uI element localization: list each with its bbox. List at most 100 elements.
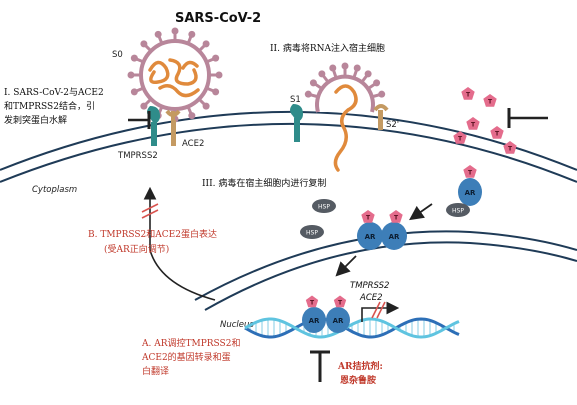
ace2-receptor xyxy=(165,109,181,146)
dna-helix xyxy=(244,317,460,339)
title: SARS-CoV-2 xyxy=(175,11,261,26)
stepB-line2: (受AR正向调节) xyxy=(104,243,169,255)
label-nucleus: Nucleus xyxy=(220,320,254,330)
viral-rna xyxy=(148,58,200,98)
svg-text:T: T xyxy=(366,215,371,222)
svg-text:AR: AR xyxy=(309,317,320,325)
arrow-to-nucleus xyxy=(335,255,357,277)
label-tmprss2: TMPRSS2 xyxy=(117,151,158,161)
tmprss2-receptor-fused xyxy=(290,104,303,142)
transcription-arrow xyxy=(361,301,400,322)
virus-particle-s0 xyxy=(127,27,223,123)
spike-head xyxy=(215,71,223,79)
svg-text:AR: AR xyxy=(465,189,476,197)
spike-head xyxy=(171,27,179,35)
inhibition-bar-antagonist xyxy=(310,350,330,382)
spike-head xyxy=(353,64,361,72)
antagonist-line1: AR拮抗剂: xyxy=(337,360,383,372)
testosterone: T xyxy=(463,165,477,178)
spike-head xyxy=(202,102,210,110)
svg-text:T: T xyxy=(471,122,476,129)
svg-text:T: T xyxy=(310,300,315,307)
svg-text:T: T xyxy=(466,92,471,99)
testosterone: T xyxy=(483,94,497,107)
spike-head xyxy=(378,90,386,98)
spike-head xyxy=(364,70,372,78)
svg-text:T: T xyxy=(394,215,399,222)
step1-line3: 发刺突蛋白水解 xyxy=(4,114,67,126)
svg-text:T: T xyxy=(458,136,463,143)
gene-label-ace2: ACE2 xyxy=(359,293,383,303)
stepB-line1: B. TMPRSS2和ACE2蛋白表达 xyxy=(88,228,217,240)
testosterone-cyto-1: T xyxy=(463,165,477,178)
step3-text: III. 病毒在宿主细胞内进行复制 xyxy=(202,177,326,189)
dna-strand xyxy=(244,317,460,339)
spike-head xyxy=(304,90,312,98)
spike-head xyxy=(202,40,210,48)
nuclear-membrane xyxy=(194,230,577,311)
gene-label-tmprss2: TMPRSS2 xyxy=(350,281,389,291)
step2-text: II. 病毒将RNA注入宿主细胞 xyxy=(270,42,385,54)
label-s0: S0 xyxy=(112,50,123,60)
svg-text:T: T xyxy=(488,99,493,106)
testosterone: T xyxy=(305,295,319,308)
svg-text:HSP: HSP xyxy=(306,230,318,237)
spike-head xyxy=(212,54,220,62)
hsp-free-2: HSP xyxy=(300,225,324,239)
spike-head xyxy=(309,79,317,87)
stepA-line2: ACE2的基因转录和蛋 xyxy=(141,351,231,363)
label-s1: S1 xyxy=(290,95,301,105)
svg-text:T: T xyxy=(495,131,500,138)
tmprss2-receptor xyxy=(147,106,160,146)
spike-head xyxy=(341,62,349,70)
inhibition-bar-2 xyxy=(507,108,548,128)
stepA-line1: A. AR调控TMPRSS2和 xyxy=(141,337,240,349)
inhibition-bar-1 xyxy=(128,111,151,129)
virus-particle-fused xyxy=(304,62,386,172)
label-cytoplasm: Cytoplasm xyxy=(32,185,77,195)
red-break-marks-cytoplasm xyxy=(141,203,159,219)
svg-text:AR: AR xyxy=(365,233,376,241)
s2-fragment xyxy=(373,104,389,130)
svg-text:AR: AR xyxy=(333,317,344,325)
ar-hsp-complex: AR HSP T xyxy=(446,165,482,217)
spike-head xyxy=(188,112,196,120)
svg-text:T: T xyxy=(468,170,473,177)
svg-text:HSP: HSP xyxy=(318,204,330,211)
step1-line1: I. SARS-CoV-2与ACE2 xyxy=(4,87,104,98)
testosterone: T xyxy=(503,141,517,154)
feedback-curve xyxy=(143,186,216,301)
svg-text:T: T xyxy=(338,300,343,307)
cell-membrane xyxy=(0,110,577,183)
testosterone: T xyxy=(361,210,375,223)
spike-head xyxy=(329,64,337,72)
testosterone: T xyxy=(490,126,504,139)
label-s2: S2' xyxy=(386,120,399,130)
testosterone: T xyxy=(333,295,347,308)
testosterone: T xyxy=(453,131,467,144)
testosterone-outside: T T T T T T xyxy=(453,87,517,154)
arrow-to-dimer xyxy=(409,203,433,221)
spike-head xyxy=(130,88,138,96)
antagonist-line2: 恩杂鲁胺 xyxy=(340,374,376,386)
spike-head xyxy=(140,40,148,48)
viral-rna-injected xyxy=(333,84,358,172)
spike-head xyxy=(140,102,148,110)
testosterone: T xyxy=(389,210,403,223)
svg-text:AR: AR xyxy=(389,233,400,241)
hsp-free-1: HSP xyxy=(312,199,336,213)
spike-head xyxy=(130,54,138,62)
spike-head xyxy=(127,71,135,79)
spike-head xyxy=(318,70,326,78)
svg-text:T: T xyxy=(508,146,513,153)
dna-strand xyxy=(244,317,460,339)
step1-line2: 和TMPRSS2结合，引 xyxy=(4,100,95,112)
svg-text:HSP: HSP xyxy=(452,208,464,215)
spike-head xyxy=(188,30,196,38)
spike-head xyxy=(212,88,220,96)
